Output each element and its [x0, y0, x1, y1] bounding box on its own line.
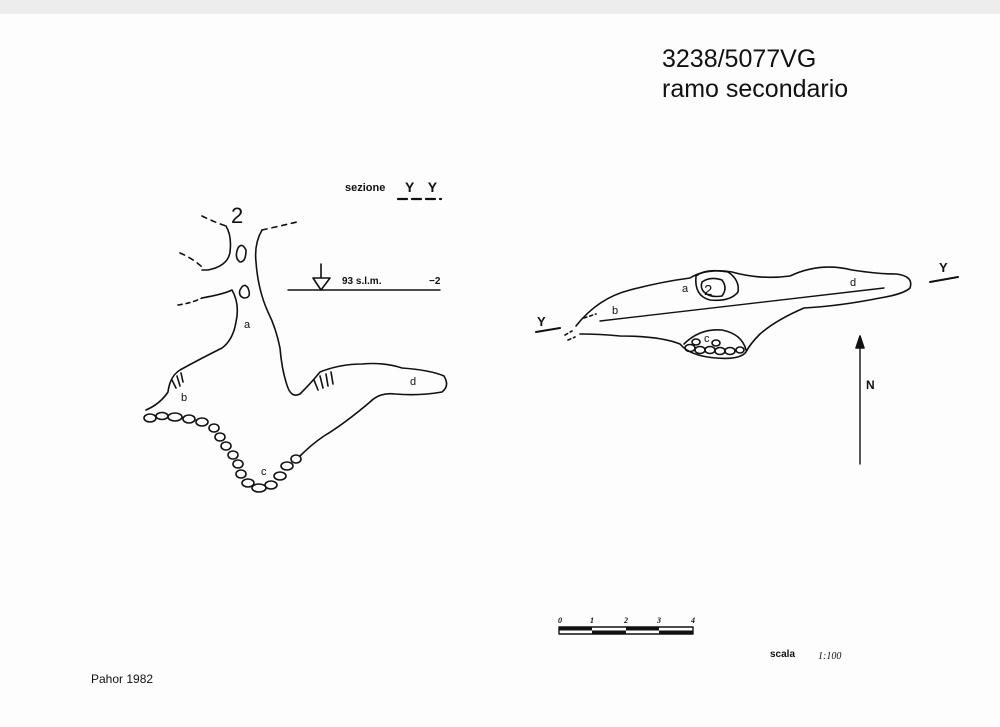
plan-view: 2 a b c d Y Y N [535, 260, 959, 465]
section-label: sezione [345, 182, 385, 194]
cave-code: 3238/5077VG [662, 45, 817, 73]
plan-point-a: a [682, 283, 689, 295]
depth-label: −2 [429, 276, 441, 287]
scale-seg-1 [592, 630, 626, 634]
rubble-floor [143, 411, 302, 493]
shaft-block-upper [235, 244, 247, 263]
section-marker-right-bar [929, 276, 959, 283]
plan-rubble [684, 338, 745, 356]
plan-section-line [599, 287, 885, 322]
scale-tick-2: 2 [623, 616, 628, 625]
plan-point-c: c [704, 333, 710, 345]
section-point-b: b [181, 392, 187, 404]
scale-seg-3 [659, 630, 693, 634]
section-point-d: d [410, 376, 416, 388]
elevation-label: 93 s.l.m. [342, 276, 382, 287]
plan-rubble-arc [683, 328, 747, 351]
section-point-a: a [244, 319, 251, 331]
surface-dashed-right [261, 221, 298, 231]
section-letters: Y Y [405, 179, 442, 195]
elevation-arrow-head [312, 277, 331, 291]
scale-tick-4: 4 [690, 616, 695, 625]
plan-dashed-tail [583, 313, 597, 319]
plan-point-b: b [612, 305, 618, 317]
scale-seg-0 [559, 627, 592, 631]
scale-seg-2 [626, 627, 659, 631]
plan-shaft-outer [694, 269, 740, 302]
section-outline-right-wall [254, 229, 448, 457]
shaft-block-lower [238, 284, 251, 299]
plan-dashed-entrance [564, 330, 576, 341]
north-arrow-head [855, 335, 865, 349]
survey-title: 3238/5077VG ramo secondario [662, 44, 848, 104]
scale-ratio: 1:100 [818, 651, 841, 662]
author-credit: Pahor 1982 [91, 672, 154, 686]
stalactites-right [313, 371, 334, 391]
scale-tick-0: 0 [558, 616, 562, 625]
section-marker-left-bar [535, 327, 561, 333]
stalactites-left [171, 372, 184, 389]
section-view: sezione Y Y 2 [143, 179, 448, 493]
section-marker-left: Y [537, 314, 546, 329]
scale-tick-3: 3 [656, 616, 661, 625]
plan-shaft-inner [700, 277, 726, 298]
section-entrance-number: 2 [231, 203, 243, 228]
north-label: N [866, 378, 875, 392]
section-point-c: c [261, 466, 267, 478]
plan-point-d: d [850, 277, 856, 289]
surface-dashed-left-3 [177, 297, 203, 306]
scale-label: scala [770, 649, 795, 660]
scale-bar: 0 1 2 3 4 scala 1:100 [558, 616, 841, 662]
surface-dashed-left [201, 215, 227, 227]
section-outline-left-wall [145, 225, 239, 411]
scale-tick-1: 1 [590, 616, 594, 625]
section-marker-right: Y [939, 260, 948, 275]
surface-dashed-left-2 [179, 252, 203, 268]
plan-entrance-number: 2 [704, 282, 712, 299]
cave-branch-name: ramo secondario [662, 75, 849, 103]
